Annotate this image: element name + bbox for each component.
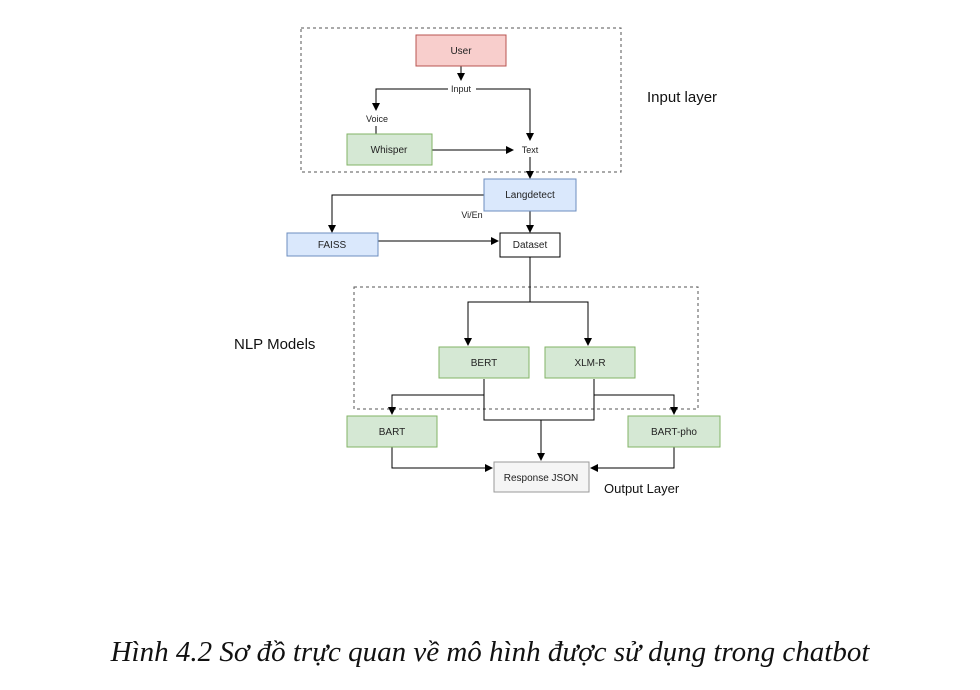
whisper-label: Whisper — [371, 145, 408, 156]
edge-dataset-models — [464, 257, 531, 346]
edge-xlmr-bartpho — [594, 394, 678, 415]
response-json-node: Response JSON — [493, 461, 590, 493]
bert-node: BERT — [438, 346, 530, 379]
response-json-label: Response JSON — [504, 473, 578, 484]
faiss-label: FAISS — [318, 240, 347, 251]
output-layer-label: Output Layer — [604, 481, 680, 496]
edge-input-text — [476, 88, 534, 141]
nlp-models-label: NLP Models — [234, 336, 315, 353]
user-node: User — [415, 34, 507, 67]
faiss-node: FAISS — [286, 232, 379, 257]
edge-dataset-xlmr — [530, 301, 592, 346]
edge-bart-response — [391, 447, 493, 472]
edge-bert-bart — [388, 394, 484, 415]
edge-bert-down — [483, 379, 595, 421]
user-label: User — [450, 46, 472, 57]
langdetect-node: Langdetect — [483, 178, 577, 212]
edge-input-voice — [372, 88, 448, 111]
vi-en-label: Vi/En — [461, 210, 482, 220]
figure-caption: Hình 4.2 Sơ đồ trực quan về mô hình được… — [110, 636, 870, 668]
edge-bartpho-response — [590, 447, 675, 472]
nlp-models-group — [353, 286, 699, 410]
langdetect-label: Langdetect — [505, 190, 555, 201]
bart-pho-label: BART-pho — [651, 427, 697, 438]
bart-label: BART — [379, 427, 406, 438]
input-layer-group — [300, 27, 622, 173]
text-label: Text — [522, 145, 539, 155]
edge-langdetect-faiss — [328, 194, 484, 233]
dataset-label: Dataset — [513, 240, 548, 251]
architecture-diagram: User Input Voice Whisper Text Langdetect… — [234, 27, 721, 496]
dataset-node: Dataset — [499, 232, 561, 258]
input-layer-label: Input layer — [647, 89, 717, 106]
bart-node: BART — [346, 415, 438, 448]
input-label: Input — [451, 84, 472, 94]
voice-label: Voice — [366, 114, 388, 124]
bart-pho-node: BART-pho — [627, 415, 721, 448]
xlmr-label: XLM-R — [574, 358, 605, 369]
bert-label: BERT — [471, 358, 498, 369]
whisper-node: Whisper — [346, 133, 433, 166]
xlmr-node: XLM-R — [544, 346, 636, 379]
